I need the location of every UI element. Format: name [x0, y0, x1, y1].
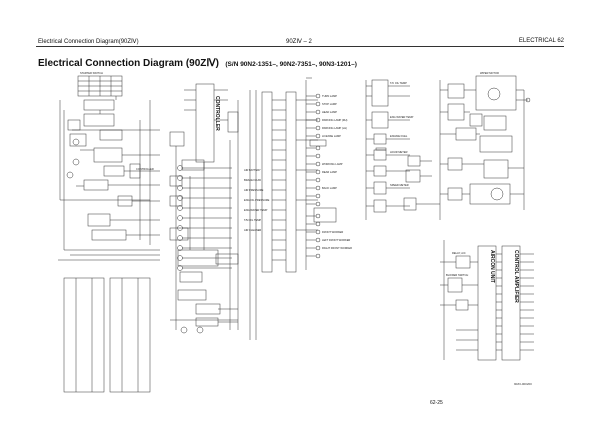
page-number: 62-25: [430, 400, 443, 406]
lamp-label: TURN LAMP: [322, 94, 337, 98]
gauge-label: SPEED METER: [390, 183, 409, 187]
lamp-label: AIR CLEANER: [244, 228, 261, 232]
gauge-label: HOUR METER: [390, 150, 408, 154]
header-right-section: ELECTRICAL 62: [518, 38, 564, 44]
blower-switch-label: BLOWER SWITCH: [446, 273, 468, 277]
aircon-section: [440, 240, 534, 361]
aircon-unit-block: [477, 245, 497, 361]
page-header: Electrical Connection Diagram(90ZⅣ) 90ZⅣ…: [0, 0, 600, 60]
gauge-label: T/C OIL TEMP: [390, 81, 407, 85]
lamp-label: LEFT FRONT WORKER: [322, 238, 350, 242]
controller-block: [195, 83, 215, 163]
lamp-label: BACK LAMP: [322, 186, 337, 190]
lamp-label: LICENSE LAMP: [322, 134, 341, 138]
fuse-table-2: [109, 277, 151, 393]
header-rule: [36, 46, 564, 47]
header-left-title: Electrical Connection Diagram(90ZⅣ): [38, 39, 139, 45]
lamp-label: ENG WATER TEMP: [244, 208, 268, 212]
gauge-label: ENGINE FUEL: [390, 134, 408, 138]
lamp-label: RIGHT FRONT WORKER: [322, 246, 352, 250]
lamp-label: REAR LAMP: [322, 170, 337, 174]
relay-ac-label: RELAY, A/C: [452, 251, 466, 255]
lamp-label: WORKING LAMP: [322, 162, 343, 166]
lamp-label: HEAD LAMP: [322, 110, 337, 114]
starter-switch-label: STARTER SWITCH: [80, 71, 103, 75]
aircon-unit-label: AIRCON UNIT: [489, 250, 495, 283]
header-center-section: 90ZⅣ – 2: [286, 39, 312, 45]
lamp-label: PARKING LAMP (RH): [322, 118, 348, 122]
diagram-title-row: Electrical Connection Diagram (90ZⅣ) (S/…: [38, 53, 357, 71]
control-amplifier-block: [501, 245, 521, 361]
gauges-section: [365, 79, 440, 220]
lamp-label: BRAKE FLUID: [244, 178, 261, 182]
controller-small-label: CONTROLLER: [136, 167, 154, 171]
lamp-label: PARKING LAMP (LH): [322, 126, 347, 130]
lamp-label: AIR PRESSURE: [244, 188, 264, 192]
lamp-label: ENG OIL PRESSURE: [244, 198, 270, 202]
lamp-label: AIR BATTERY: [244, 168, 261, 172]
fuse-table-1: [63, 277, 105, 393]
lamp-label: FRONT WORKER: [322, 230, 343, 234]
drawing-id: 90Z3-000200: [514, 382, 532, 386]
starter-switch-section: [58, 75, 160, 261]
control-amplifier-label: CONTROL AMPLIFIER: [513, 250, 519, 303]
gauge-label: ENG WATER TEMP: [390, 115, 414, 119]
diagram-serials: (S/N 90N2-1351–, 90N2-7351–, 90N3-1201–): [225, 61, 357, 68]
lamps-list-section: [305, 77, 337, 270]
warning-lamps-column: [177, 165, 232, 271]
diagram-title: Electrical Connection Diagram (90ZⅣ): [38, 58, 219, 69]
terminal-bus-section: [249, 90, 318, 340]
controller-label: CONTROLLER: [214, 96, 220, 131]
lamp-label: T/M OIL TEMP: [244, 218, 261, 222]
wiper-motor-section: [439, 75, 531, 220]
lamp-label: STOP LAMP: [322, 102, 337, 106]
controller-section: [169, 83, 239, 334]
wiper-motor-label: WIPER MOTOR: [480, 71, 499, 75]
